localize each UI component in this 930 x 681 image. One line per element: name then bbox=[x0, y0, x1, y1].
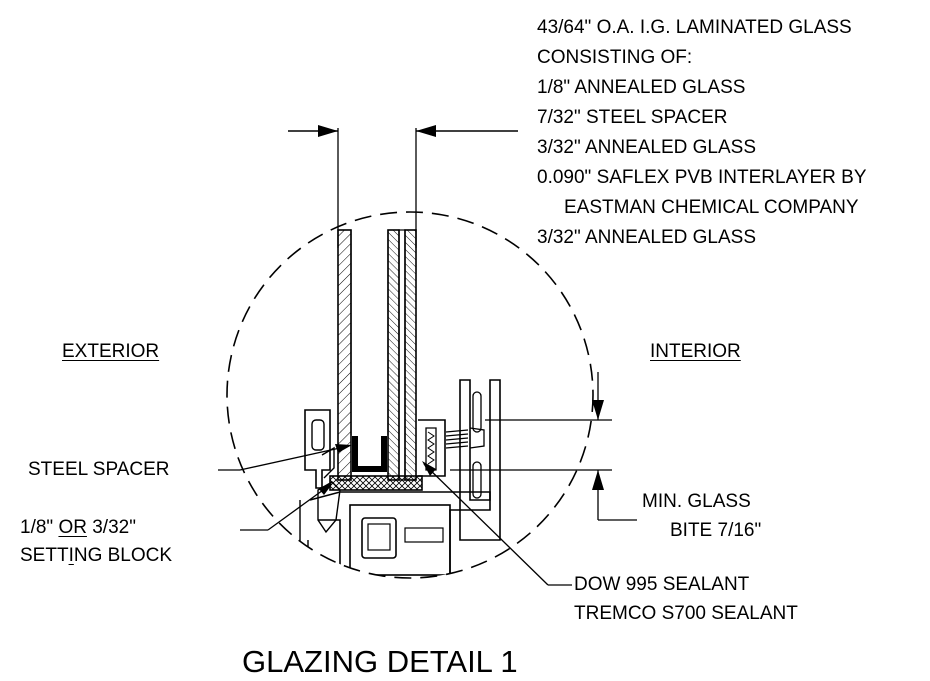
section-contents bbox=[299, 229, 501, 578]
exterior-glass-lite bbox=[337, 229, 352, 481]
glass-note-line-2: CONSISTING OF: bbox=[537, 47, 693, 68]
sealant-line-2: TREMCO S700 SEALANT bbox=[574, 603, 798, 624]
setting-block-line-1: 1/8" OR 3/32" bbox=[20, 518, 136, 537]
sealant-line-1: DOW 995 SEALANT bbox=[574, 574, 750, 595]
setting-block-size-2: 3/32" bbox=[92, 517, 136, 538]
glass-note-line-6: 0.090" SAFLEX PVB INTERLAYER BY bbox=[537, 167, 867, 188]
setting-block-or: OR bbox=[58, 517, 87, 538]
interior-label: INTERIOR bbox=[650, 341, 741, 362]
glass-note-line-8: 3/32" ANNEALED GLASS bbox=[537, 227, 757, 248]
interior-glass-lite-2 bbox=[404, 229, 417, 481]
detail-circle bbox=[226, 211, 594, 579]
steel-spacer-label: STEEL SPACER bbox=[28, 459, 170, 480]
setting-block-text-b: I bbox=[68, 545, 74, 566]
glass-bite-line-1: MIN. GLASS bbox=[642, 491, 751, 512]
setting-block-size-1: 1/8" bbox=[20, 517, 54, 538]
glass-note-line-1: 43/64" O.A. I.G. LAMINATED GLASS bbox=[537, 17, 852, 38]
interior-glass-lite-1 bbox=[387, 229, 400, 481]
setting-block-shape bbox=[329, 475, 423, 491]
glass-note-line-4: 7/32" STEEL SPACER bbox=[537, 107, 728, 128]
glass-bite-line-2: BITE 7/16" bbox=[670, 520, 762, 541]
setting-block-text-c: NG BLOCK bbox=[73, 545, 173, 566]
pvb-interlayer bbox=[398, 229, 406, 481]
exterior-label: EXTERIOR bbox=[62, 341, 160, 362]
detail-title: GLAZING DETAIL 1 bbox=[242, 644, 518, 679]
setting-block-text-a: SETT bbox=[20, 545, 69, 566]
glass-note-line-3: 1/8" ANNEALED GLASS bbox=[537, 77, 746, 98]
setting-block-line-2: SETTING BLOCK bbox=[20, 546, 172, 565]
glass-note-line-7: EASTMAN CHEMICAL COMPANY bbox=[564, 197, 859, 218]
glass-note-line-5: 3/32" ANNEALED GLASS bbox=[537, 137, 757, 158]
